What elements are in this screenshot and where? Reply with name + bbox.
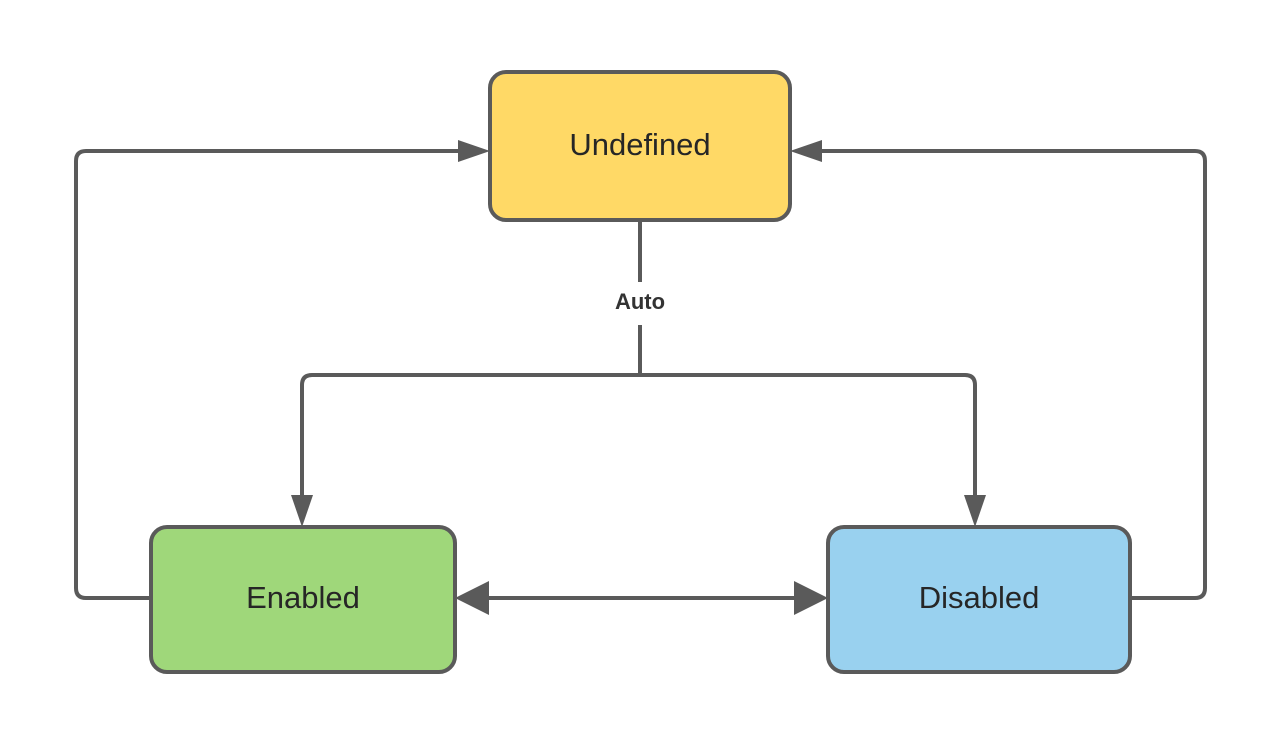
edge-segment-enabled-loop	[74, 149, 458, 600]
edge-segment-to-enabled	[300, 373, 640, 497]
node-undefined-shape[interactable]	[488, 70, 792, 222]
edge-label-auto: Auto	[615, 289, 665, 314]
node-disabled-shape[interactable]	[826, 525, 1132, 674]
node-undefined[interactable]: Undefined	[488, 70, 792, 222]
node-enabled-label: Enabled	[246, 580, 360, 615]
arrowhead-into-disabled-left	[794, 581, 828, 615]
arrowhead-into-enabled-right	[455, 581, 489, 615]
node-enabled[interactable]: Enabled	[149, 525, 457, 674]
edge-segment-to-disabled	[640, 373, 977, 497]
arrowhead-into-enabled-top	[291, 495, 313, 527]
edge-enabled-disabled-bidirectional	[455, 581, 828, 615]
node-enabled-shape[interactable]	[149, 525, 457, 674]
node-disabled[interactable]: Disabled	[826, 525, 1132, 674]
edge-enabled-to-undefined	[74, 140, 490, 600]
arrowhead-into-undefined-left	[458, 140, 490, 162]
edge-disabled-to-undefined	[790, 140, 1207, 600]
edge-undefined-to-children	[291, 220, 986, 527]
arrowhead-into-undefined-right	[790, 140, 822, 162]
edge-segment-disabled-loop	[822, 149, 1207, 600]
arrowhead-into-disabled-top	[964, 495, 986, 527]
node-disabled-label: Disabled	[919, 580, 1040, 615]
node-undefined-label: Undefined	[569, 127, 710, 162]
